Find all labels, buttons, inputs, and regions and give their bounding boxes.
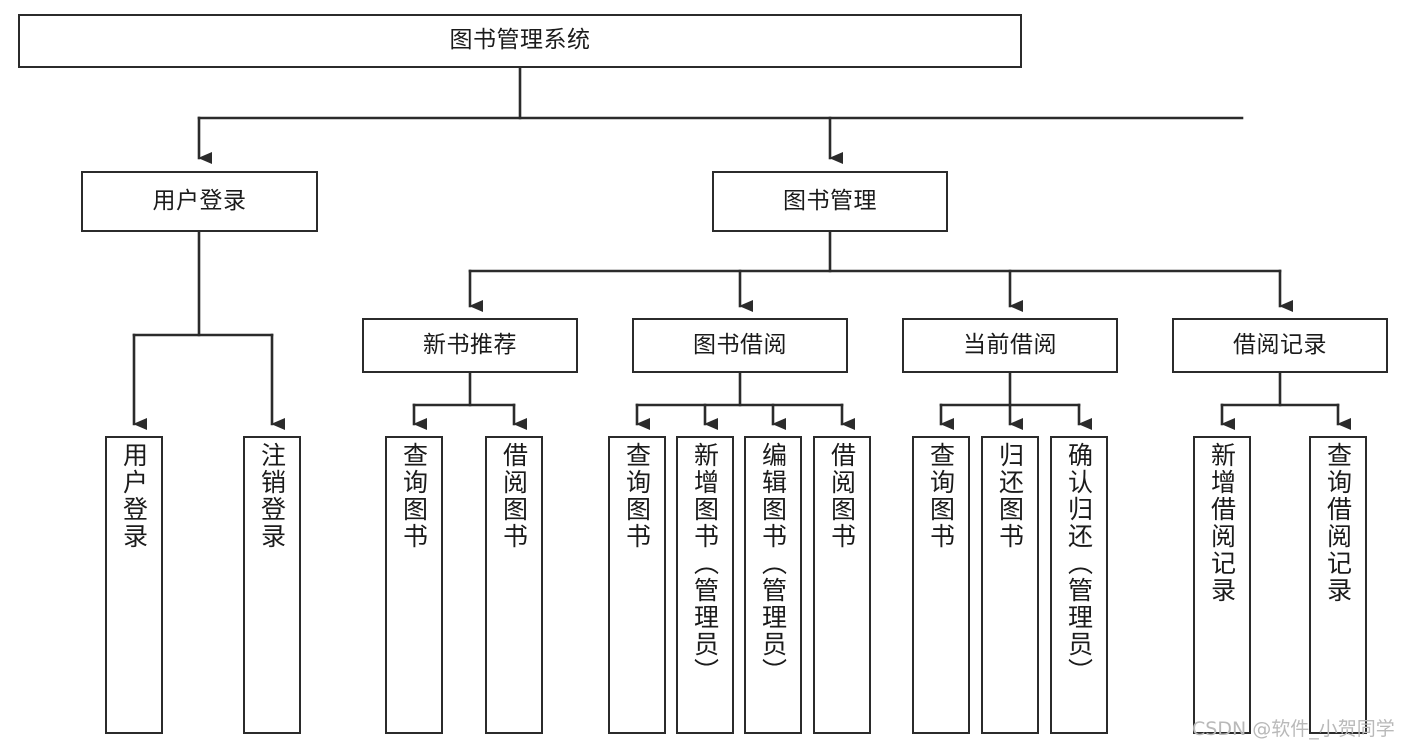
- leaf-query-record[interactable]: 查询借阅记录: [1309, 436, 1367, 734]
- leaf-query-book-3[interactable]: 查询图书: [912, 436, 970, 734]
- node-borrow-record[interactable]: 借阅记录: [1172, 318, 1388, 373]
- leaf-add-record-label: 新增借阅记录: [1207, 442, 1237, 604]
- node-book-borrow[interactable]: 图书借阅: [632, 318, 848, 373]
- leaf-edit-book-label: 编辑图书（管理员）: [758, 442, 788, 685]
- node-book-borrow-label: 图书借阅: [693, 331, 787, 358]
- node-user-login[interactable]: 用户登录: [81, 171, 318, 232]
- node-user-login-label: 用户登录: [152, 187, 247, 214]
- node-current-borrow-label: 当前借阅: [963, 331, 1057, 358]
- node-root[interactable]: 图书管理系统: [18, 14, 1022, 68]
- node-book-manage-label: 图书管理: [783, 187, 877, 214]
- leaf-query-book-2-label: 查询图书: [622, 442, 652, 550]
- leaf-borrow-book-1-label: 借阅图书: [499, 442, 529, 550]
- leaf-query-book-2[interactable]: 查询图书: [608, 436, 666, 734]
- node-borrow-record-label: 借阅记录: [1233, 331, 1327, 358]
- leaf-logout-label: 注销登录: [257, 442, 287, 550]
- leaf-borrow-book-2-label: 借阅图书: [827, 442, 857, 550]
- leaf-add-book[interactable]: 新增图书（管理员）: [676, 436, 734, 734]
- leaf-borrow-book-1[interactable]: 借阅图书: [485, 436, 543, 734]
- leaf-add-book-label: 新增图书（管理员）: [690, 442, 720, 685]
- leaf-return-book-label: 归还图书: [995, 442, 1025, 550]
- csdn-watermark: CSDN @软件_小贺同学: [1192, 718, 1395, 740]
- node-book-manage[interactable]: 图书管理: [712, 171, 948, 232]
- node-root-label: 图书管理系统: [449, 27, 591, 54]
- leaf-confirm-return-label: 确认归还（管理员）: [1064, 442, 1094, 685]
- leaf-edit-book[interactable]: 编辑图书（管理员）: [744, 436, 802, 734]
- leaf-user-login-label: 用户登录: [119, 442, 149, 550]
- leaf-confirm-return[interactable]: 确认归还（管理员）: [1050, 436, 1108, 734]
- node-new-book-rec[interactable]: 新书推荐: [362, 318, 578, 373]
- leaf-query-book-3-label: 查询图书: [926, 442, 956, 550]
- leaf-user-login[interactable]: 用户登录: [105, 436, 163, 734]
- node-current-borrow[interactable]: 当前借阅: [902, 318, 1118, 373]
- leaf-query-book-1[interactable]: 查询图书: [385, 436, 443, 734]
- node-new-book-rec-label: 新书推荐: [423, 331, 517, 358]
- leaf-borrow-book-2[interactable]: 借阅图书: [813, 436, 871, 734]
- leaf-add-record[interactable]: 新增借阅记录: [1193, 436, 1251, 734]
- leaf-query-record-label: 查询借阅记录: [1323, 442, 1353, 604]
- leaf-logout[interactable]: 注销登录: [243, 436, 301, 734]
- leaf-return-book[interactable]: 归还图书: [981, 436, 1039, 734]
- leaf-query-book-1-label: 查询图书: [399, 442, 429, 550]
